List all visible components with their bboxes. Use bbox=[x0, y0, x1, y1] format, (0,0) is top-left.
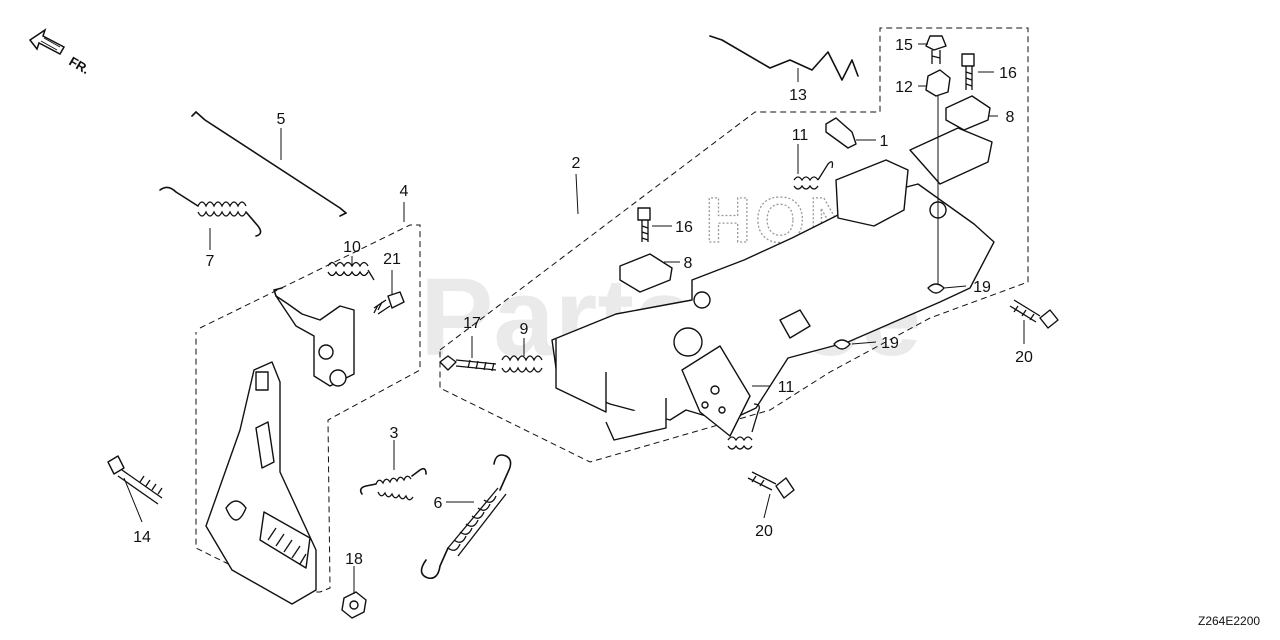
nut-12 bbox=[925, 69, 951, 290]
clip-8-left bbox=[619, 253, 673, 293]
leader-19b bbox=[851, 341, 877, 345]
callout-c16b[interactable]: 16 bbox=[999, 65, 1017, 82]
bolt-17 bbox=[439, 355, 497, 372]
drawing-code: Z264E2200 bbox=[1198, 614, 1260, 628]
control-base-group-outline bbox=[439, 27, 1029, 463]
rod-13 bbox=[709, 35, 859, 81]
callout-c8b[interactable]: 8 bbox=[1006, 109, 1015, 126]
bolt-20-right bbox=[1009, 299, 1059, 329]
callout-c21[interactable]: 21 bbox=[383, 251, 401, 268]
control-pedal bbox=[205, 361, 317, 605]
callout-c19a[interactable]: 19 bbox=[973, 279, 991, 296]
callout-c9[interactable]: 9 bbox=[520, 321, 529, 338]
spring-10 bbox=[327, 261, 375, 281]
front-direction-label: FR. bbox=[67, 54, 93, 77]
callout-c11b[interactable]: 11 bbox=[778, 379, 795, 396]
callout-c6[interactable]: 6 bbox=[434, 495, 443, 512]
callout-c1[interactable]: 1 bbox=[880, 133, 889, 150]
callout-c19b[interactable]: 19 bbox=[881, 335, 899, 352]
clip-19-lower bbox=[833, 339, 851, 350]
callout-c18[interactable]: 18 bbox=[345, 551, 363, 568]
spring-9 bbox=[501, 355, 543, 373]
screw-16-left bbox=[637, 207, 651, 242]
screw-16-right bbox=[961, 53, 975, 90]
nut-18 bbox=[341, 591, 367, 619]
callout-c12[interactable]: 12 bbox=[895, 79, 913, 96]
clip-8-right bbox=[945, 95, 991, 131]
bolt-20-lower bbox=[747, 471, 795, 499]
callout-c20b[interactable]: 20 bbox=[755, 523, 773, 540]
spring-7 bbox=[159, 186, 262, 237]
bolt-14 bbox=[107, 455, 163, 505]
callout-c3[interactable]: 3 bbox=[390, 425, 399, 442]
spring-3 bbox=[359, 467, 427, 501]
callout-c13[interactable]: 13 bbox=[789, 87, 807, 104]
callout-c8a[interactable]: 8 bbox=[684, 255, 693, 272]
callout-c11a[interactable]: 11 bbox=[792, 127, 809, 144]
callout-c15[interactable]: 15 bbox=[895, 37, 913, 54]
callout-c16a[interactable]: 16 bbox=[675, 219, 693, 236]
callout-c17[interactable]: 17 bbox=[463, 315, 481, 332]
lever-bracket-4 bbox=[273, 287, 355, 387]
spring-11-lower bbox=[727, 403, 760, 450]
callout-c20a[interactable]: 20 bbox=[1015, 349, 1033, 366]
callout-c2[interactable]: 2 bbox=[572, 155, 581, 172]
callout-c4[interactable]: 4 bbox=[400, 183, 409, 200]
callout-c5[interactable]: 5 bbox=[277, 111, 286, 128]
front-direction-arrow-icon bbox=[28, 28, 66, 55]
leader-19a bbox=[943, 285, 967, 289]
callout-c14[interactable]: 14 bbox=[133, 529, 151, 546]
callout-c10[interactable]: 10 bbox=[343, 239, 361, 256]
leader-2 bbox=[575, 173, 579, 215]
spring-6 bbox=[420, 454, 512, 580]
leader-20b bbox=[763, 493, 771, 519]
rod bbox=[195, 111, 347, 214]
spring-11-upper bbox=[793, 161, 834, 190]
bolt-21 bbox=[373, 291, 405, 315]
clip-1 bbox=[825, 117, 857, 149]
callout-c7[interactable]: 7 bbox=[206, 253, 215, 270]
bolt-15 bbox=[925, 35, 947, 64]
leader-14 bbox=[123, 477, 143, 523]
